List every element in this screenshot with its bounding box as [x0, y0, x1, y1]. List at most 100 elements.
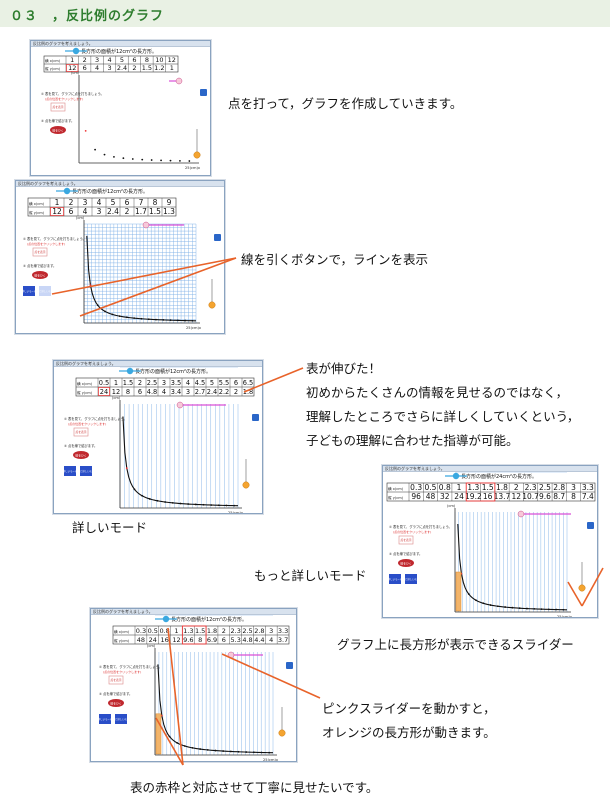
step1-text: ① 表を見て、グラフに点を打ちましょう。: [99, 664, 162, 669]
data-point: [104, 310, 106, 313]
table-cell-y: 3.4: [171, 388, 182, 396]
show-points-label: 点を表示: [110, 678, 121, 682]
table-cell-y: 24: [149, 636, 157, 644]
table-cell-x: 2.5: [147, 379, 158, 387]
table-red-frame: [181, 625, 207, 645]
table-cell-y: 2.7: [195, 388, 206, 396]
table-cell-y: 1.2: [154, 64, 164, 72]
table-cell-y: 5.3: [231, 636, 241, 644]
data-point: [131, 158, 134, 160]
table-cell-y: 6.9: [207, 636, 217, 644]
x-axis-label: 25(cm)x: [228, 511, 244, 513]
data-point: [176, 742, 179, 744]
data-point: [202, 503, 205, 506]
x-axis-label: 25(cm)x: [557, 615, 573, 617]
table-cell-x: 3: [95, 56, 99, 64]
more-detail-button: [405, 574, 417, 584]
shot-title: 長方形の面積が12cm²の長方形。: [72, 188, 148, 195]
step2-text: ② 点を線で結びます。: [41, 118, 74, 123]
table-cell-y: 1.5: [149, 207, 161, 216]
table-cell-x: 0.5: [148, 627, 158, 635]
pink-slider-knob: [517, 510, 525, 518]
data-point: [482, 602, 485, 605]
data-point: [169, 159, 172, 162]
x-axis-label: 25(cm)x: [185, 166, 201, 170]
section-title: ０３ ，反比例のグラフ: [10, 9, 165, 24]
table-cell-y: 1.7: [135, 207, 147, 216]
data-point: [217, 504, 220, 507]
data-point: [540, 608, 543, 611]
x-axis-label: 25(cm)x: [186, 326, 202, 330]
table-cell-x: 10: [155, 56, 163, 64]
detail-mode-label: 詳しいモード: [63, 469, 78, 473]
screen-shot-1: 長方形の面積が12cm²の長方形。横 x(cm)縦 y(cm)112263443…: [41, 47, 207, 170]
data-point: [237, 750, 240, 753]
show-points-button: [73, 427, 89, 437]
draw-line-label: 線をひく: [110, 701, 121, 705]
table-cell-x: 1: [174, 627, 178, 635]
table-cell-y: 3: [186, 388, 190, 396]
table-cell-x: 0.5: [424, 483, 436, 492]
draw-line-button: [108, 699, 124, 707]
table-cell-y: 12: [52, 207, 62, 216]
data-point: [141, 494, 144, 497]
data-point: [526, 607, 528, 610]
screen-shot-5: 長方形の面積が12cm²の長方形。横 x(cm)縦 y(cm)0.3480.52…: [98, 615, 293, 761]
table-cell-y: 8: [198, 636, 202, 644]
step1-note: (点の位置をクリックします): [45, 96, 83, 101]
table-cell-y: 32: [440, 492, 450, 501]
show-points-label: 点を表示: [75, 430, 86, 434]
table-cell-y: 3: [107, 64, 111, 72]
x-axis-label: 25(cm)x: [263, 758, 279, 761]
step1-note: (点の位置をクリックします): [27, 241, 65, 246]
table-row-label-x: 横 x(cm): [388, 486, 404, 491]
table-cell-y: 48: [137, 636, 145, 644]
note-line-button: 線を引くボタンで，ラインを表示: [241, 252, 429, 267]
note-rectangle-slider: グラフ上に長方形が表示できるスライダー: [337, 637, 574, 652]
more-detail-button: [80, 466, 92, 476]
table-cell-y: 4: [269, 636, 273, 644]
table-cell-y: 6: [83, 64, 87, 72]
vertical-slider-knob: [208, 301, 216, 309]
data-point: [511, 606, 514, 609]
table-cell-x: 3: [571, 483, 576, 492]
note-red-frame: 表の赤枠と対応させて丁寧に見せたいです。: [130, 780, 379, 795]
table-cell-x: 2.8: [553, 483, 565, 492]
shot-title: 長方形の面積が12cm²の長方形。: [135, 368, 211, 375]
window-titlebar: 反比例のグラフを考えましょう。: [16, 181, 224, 187]
detail-mode-label: 詳しいモード: [98, 717, 113, 721]
table-cell-x: 2.3: [525, 483, 537, 492]
data-point: [222, 750, 225, 752]
table-cell-x: 1: [114, 379, 118, 387]
data-point: [184, 319, 186, 322]
table-cell-y: 2.2: [219, 388, 230, 396]
detail-mode-label: 詳しいモード: [22, 289, 37, 293]
step2-text: ② 点を線で結びます。: [99, 691, 132, 696]
data-point: [133, 317, 136, 320]
table-cell-y: 48: [426, 492, 436, 501]
table-cell-x: 3: [269, 627, 273, 635]
table-cell-y: 24: [454, 492, 464, 501]
more-detail-label: もっと詳しいモード: [34, 289, 56, 293]
show-points-button: [32, 247, 48, 257]
data-point: [156, 499, 159, 502]
data-point: [252, 751, 255, 754]
data-point: [210, 504, 213, 506]
app-window-1: 反比例のグラフを考えましょう。長方形の面積が12cm²の長方形。横 x(cm)縦…: [30, 40, 211, 176]
data-point: [155, 318, 157, 321]
table-cell-y: 12: [112, 388, 120, 396]
y-axis-unit: (cm): [76, 216, 85, 220]
data-point: [547, 608, 550, 611]
more-detail-button: [115, 714, 127, 724]
table-cell-x: 1.3: [467, 483, 479, 492]
data-point: [164, 501, 167, 503]
data-point: [199, 748, 202, 750]
table-cell-x: 1: [457, 483, 462, 492]
more-detail-label: もっと詳しいモード: [75, 469, 97, 473]
y-axis-unit: (cm): [112, 396, 121, 400]
data-point: [160, 714, 163, 717]
table-cell-y: 16: [160, 636, 168, 644]
data-point: [125, 467, 128, 470]
table-cell-y: 8: [126, 388, 130, 396]
